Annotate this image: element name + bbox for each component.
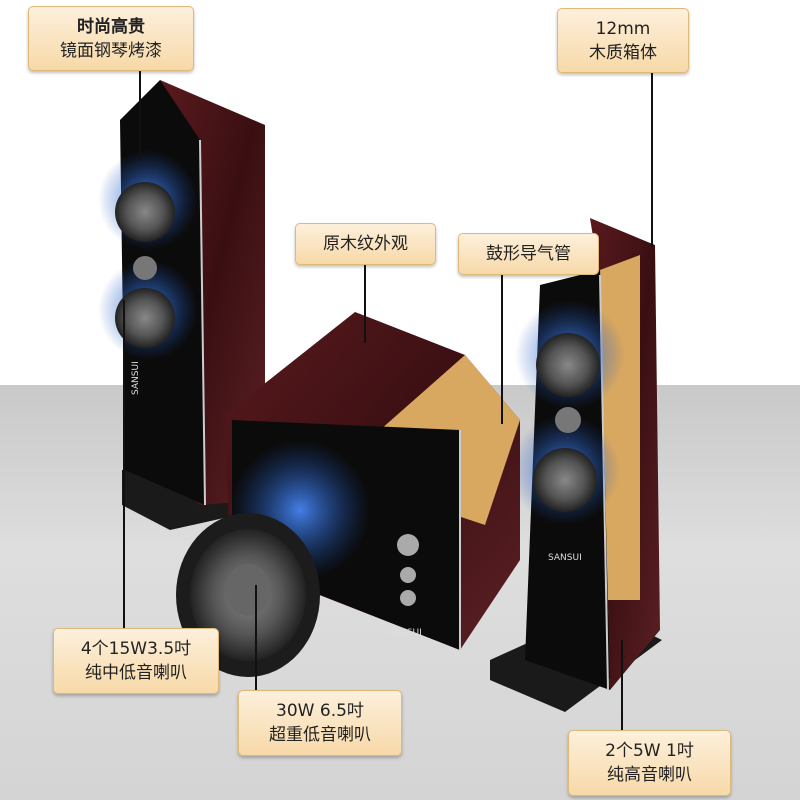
callout-midbass-drivers: 4个15W3.5吋 纯中低音喇叭: [53, 628, 219, 694]
callout-leader-line: [621, 640, 623, 730]
callout-tweeters: 2个5W 1吋 纯高音喇叭: [568, 730, 731, 796]
callout-text: 纯中低音喇叭: [85, 663, 187, 683]
callout-title: 时尚高贵: [77, 16, 145, 37]
subwoofer: SANSUI: [176, 312, 520, 677]
callout-text: 纯高音喇叭: [607, 765, 692, 785]
svg-text:SANSUI: SANSUI: [388, 628, 422, 638]
callout-title: 2个5W 1吋: [605, 741, 694, 761]
callout-leader-line: [255, 585, 257, 690]
callout-leader-line: [364, 263, 366, 343]
callout-title: 原木纹外观: [323, 234, 408, 254]
callout-leader-line: [123, 300, 125, 628]
brand-logo: SANSUI: [131, 361, 141, 395]
callout-text: 木质箱体: [589, 42, 657, 63]
callout-wood-grain: 原木纹外观: [295, 223, 436, 265]
callout-piano-finish: 时尚高贵 镜面钢琴烤漆: [28, 6, 194, 71]
left-tower-speaker: SANSUI: [98, 80, 265, 530]
callout-title: 12mm: [595, 18, 651, 39]
callout-text: 超重低音喇叭: [269, 725, 371, 745]
callout-wood-cabinet: 12mm 木质箱体: [557, 8, 689, 73]
callout-title: 4个15W3.5吋: [80, 639, 192, 659]
right-tower-speaker: SANSUI: [490, 218, 662, 712]
callout-title: 30W 6.5吋: [276, 701, 364, 721]
svg-text:SANSUI: SANSUI: [548, 553, 582, 563]
callout-title: 鼓形导气管: [486, 244, 571, 264]
callout-text: 镜面钢琴烤漆: [60, 40, 162, 61]
callout-leader-line: [139, 70, 141, 160]
callout-leader-line: [651, 72, 653, 247]
callout-subwoofer-driver: 30W 6.5吋 超重低音喇叭: [238, 690, 402, 756]
callout-leader-line: [501, 274, 503, 424]
callout-bass-port: 鼓形导气管: [458, 233, 599, 275]
